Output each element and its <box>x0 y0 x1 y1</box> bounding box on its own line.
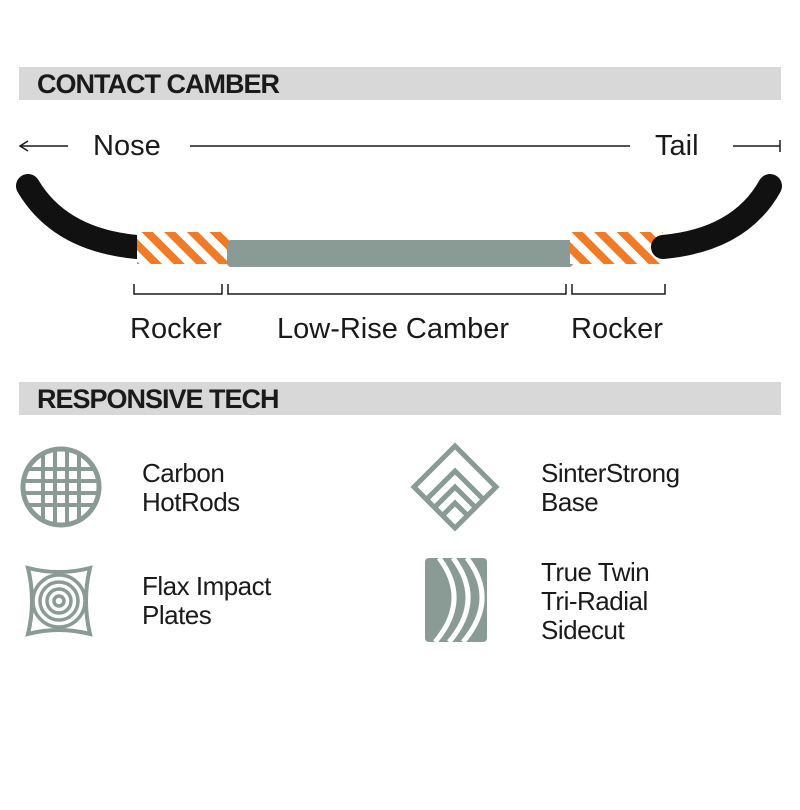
rocker-bracket-right <box>571 284 666 295</box>
camber-bracket <box>227 284 567 295</box>
zone-label-low-rise-camber: Low-Rise Camber <box>277 313 510 345</box>
concentric-plate-icon <box>25 565 93 637</box>
tech-label-flax-impact-plates: Flax Impact Plates <box>142 571 271 630</box>
board-profile-diagram <box>16 140 782 295</box>
section-header-contact-camber: CONTACT CAMBER <box>19 67 781 100</box>
tail-tip <box>651 174 782 259</box>
nose-label: Nose <box>93 130 161 162</box>
nose-rocker-segment <box>137 232 229 264</box>
zone-label-rocker-left: Rocker <box>130 313 222 345</box>
tail-label: Tail <box>655 130 699 162</box>
camber-segment <box>227 240 573 267</box>
rocker-bracket-left <box>133 284 223 295</box>
section-header-responsive-tech: RESPONSIVE TECH <box>19 382 781 415</box>
tech-label-true-twin-tri-radial-sidecut: True Twin Tri-Radial Sidecut <box>541 557 650 645</box>
grid-circle-icon <box>20 446 102 528</box>
tech-label-sinterstrong-base: SinterStrong Base <box>541 458 680 517</box>
tail-rocker-segment <box>570 232 663 264</box>
nose-tip <box>16 174 149 259</box>
section-title: CONTACT CAMBER <box>37 69 280 99</box>
tech-label-carbon-hotrods: Carbon HotRods <box>142 458 240 517</box>
tail-arrow <box>733 140 781 152</box>
diamond-chevron-icon <box>410 442 500 532</box>
nose-arrow <box>18 140 68 152</box>
section-title: RESPONSIVE TECH <box>37 384 280 414</box>
tri-radial-icon <box>425 558 487 642</box>
zone-label-rocker-right: Rocker <box>571 313 663 345</box>
